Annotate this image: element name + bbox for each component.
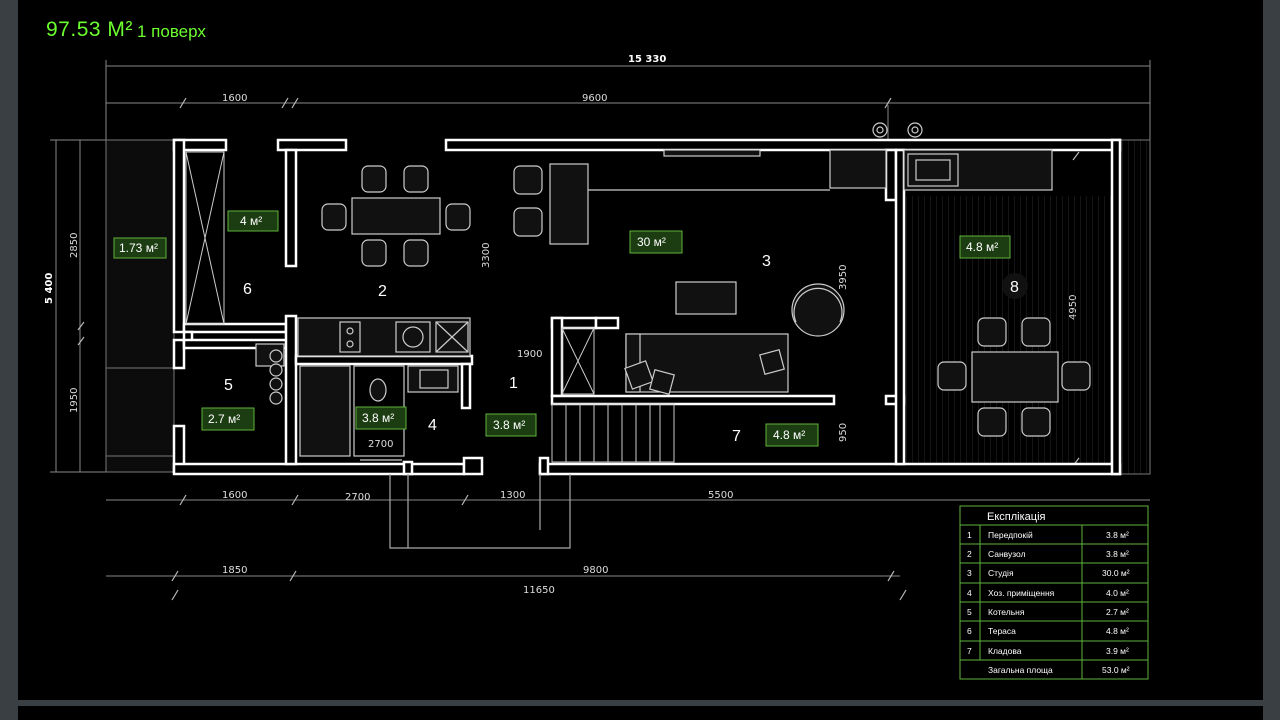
- staircase: [551, 327, 675, 463]
- dim-bottom-1600: 1600: [222, 490, 247, 501]
- dim-left-lower: 1950: [69, 388, 80, 413]
- living-furniture: [624, 281, 845, 395]
- bar-counter: [513, 149, 830, 245]
- room-number-5: 5: [224, 377, 233, 394]
- badge-4-8-top: 4.8 м²: [959, 235, 1011, 259]
- badge-1-73: 1.73 м²: [113, 237, 167, 259]
- svg-text:3.8 м²: 3.8 м²: [493, 418, 525, 432]
- room-number-2: 2: [378, 283, 387, 300]
- legend-row: 4 Хоз. приміщення 4.0 м²: [967, 588, 1129, 598]
- badge-2-7: 2.7 м²: [201, 407, 255, 431]
- room-number-6: 6: [243, 281, 252, 298]
- svg-text:2.7 м²: 2.7 м²: [208, 412, 240, 426]
- svg-text:7: 7: [967, 646, 972, 656]
- dining-set-right: [937, 317, 1091, 437]
- legend-row: 6 Тераса 4.8 м²: [967, 626, 1129, 636]
- dim-bottom-5500: 5500: [708, 490, 733, 501]
- dim-inner-950: 950: [838, 423, 849, 442]
- kitchen-counter: [297, 317, 471, 357]
- svg-text:Загальна площа: Загальна площа: [988, 665, 1053, 675]
- dim-left-upper: 2850: [69, 233, 80, 258]
- legend-title: Експлікація: [987, 511, 1046, 523]
- legend-row: 5 Котельня 2.7 м²: [967, 607, 1129, 617]
- badge-3-8-hall: 3.8 м²: [485, 413, 537, 437]
- svg-text:1.73 м²: 1.73 м²: [119, 241, 158, 255]
- badge-30: 30 м²: [629, 230, 683, 254]
- dim-bottom-1300: 1300: [500, 490, 525, 501]
- svg-text:Санвузол: Санвузол: [988, 549, 1026, 559]
- svg-text:4.8 м²: 4.8 м²: [966, 240, 998, 254]
- bathroom-fixtures: [299, 365, 459, 461]
- svg-text:2: 2: [967, 549, 972, 559]
- dim-bottom-1850: 1850: [222, 565, 247, 576]
- svg-text:Передпокій: Передпокій: [988, 530, 1033, 540]
- total-area-heading: 97.53 M²: [46, 18, 133, 41]
- dining-set-left: [321, 165, 471, 267]
- svg-text:4 м²: 4 м²: [240, 214, 262, 228]
- dim-top-main: 9600: [582, 93, 607, 104]
- right-deck-terrace: [904, 139, 1151, 475]
- room-number-7: 7: [732, 428, 741, 445]
- dim-inner-1900: 1900: [517, 349, 542, 360]
- svg-text:Хоз. приміщення: Хоз. приміщення: [988, 588, 1055, 598]
- svg-text:3.8 м²: 3.8 м²: [1106, 530, 1129, 540]
- svg-text:2.7 м²: 2.7 м²: [1106, 607, 1129, 617]
- svg-text:5: 5: [967, 607, 972, 617]
- dim-overall-width: 15 330: [628, 54, 666, 65]
- dim-inner-3950: 3950: [838, 265, 849, 290]
- svg-text:30.0 м²: 30.0 м²: [1102, 568, 1130, 578]
- svg-text:4: 4: [967, 588, 972, 598]
- footer-strip: [18, 706, 1263, 720]
- room-number-1: 1: [509, 375, 518, 392]
- svg-text:Тераса: Тераса: [988, 626, 1016, 636]
- svg-text:4.8 м²: 4.8 м²: [773, 428, 805, 442]
- svg-text:3: 3: [967, 568, 972, 578]
- kitchen-unit-top: [829, 122, 1053, 191]
- dimension-ticks: [77, 97, 1122, 601]
- svg-text:Кладова: Кладова: [988, 646, 1022, 656]
- svg-text:6: 6: [967, 626, 972, 636]
- svg-text:3.8 м²: 3.8 м²: [1106, 549, 1129, 559]
- svg-text:1: 1: [967, 530, 972, 540]
- svg-text:Студія: Студія: [988, 568, 1014, 578]
- left-terrace: [105, 139, 175, 473]
- dim-bottom-9800: 9800: [583, 565, 608, 576]
- dim-inner-2700: 2700: [368, 439, 393, 450]
- badge-4: 4 м²: [227, 210, 279, 232]
- dimension-lines: [50, 60, 1151, 577]
- svg-text:30 м²: 30 м²: [637, 235, 666, 249]
- area-badges: 1.73 м² 4 м² 30 м² 4.8 м² 2.7 м² 3.8 м² …: [113, 210, 1011, 447]
- room-number-8: 8: [1010, 279, 1019, 296]
- entry-porch: [389, 474, 571, 549]
- room-number-4: 4: [428, 417, 437, 434]
- svg-text:53.0 м²: 53.0 м²: [1102, 665, 1130, 675]
- svg-text:4.0 м²: 4.0 м²: [1106, 588, 1129, 598]
- room-numbers: 1 2 3 4 5 6 7 8: [224, 253, 1028, 445]
- floor-label: 1 поверх: [137, 22, 206, 41]
- dim-inner-3300: 3300: [481, 243, 492, 268]
- dim-bottom-11650: 11650: [523, 585, 555, 596]
- dim-bottom-2700: 2700: [345, 492, 370, 503]
- explication-table: Експлікація 1 Передпокій 3.8 м² 2 Санвуз…: [959, 505, 1149, 680]
- svg-text:4.8 м²: 4.8 м²: [1106, 626, 1129, 636]
- legend-row: 7 Кладова 3.9 м²: [967, 646, 1129, 656]
- dim-top-left: 1600: [222, 93, 247, 104]
- legend-row: 2 Санвузол 3.8 м²: [967, 549, 1129, 559]
- dim-overall-height: 5 400: [44, 273, 55, 304]
- badge-4-8-bottom: 4.8 м²: [765, 423, 819, 447]
- legend-row: 3 Студія 30.0 м²: [967, 568, 1130, 578]
- badge-3-8-bath: 3.8 м²: [355, 406, 407, 430]
- svg-text:Котельня: Котельня: [988, 607, 1025, 617]
- legend-row: 1 Передпокій 3.8 м²: [967, 530, 1129, 540]
- svg-text:3.8 м²: 3.8 м²: [362, 411, 394, 425]
- pantry-shelving: [185, 151, 225, 325]
- walls: [172, 138, 1122, 476]
- svg-text:3.9 м²: 3.9 м²: [1106, 646, 1129, 656]
- legend-total-row: Загальна площа 53.0 м²: [988, 665, 1130, 675]
- room-number-3: 3: [762, 253, 771, 270]
- boiler-equipment: [255, 343, 285, 405]
